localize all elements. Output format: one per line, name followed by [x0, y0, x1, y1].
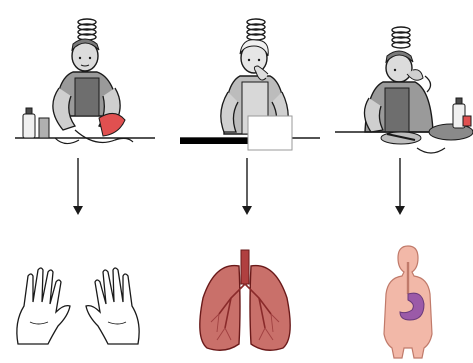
- digestive-tract-illustration: [378, 244, 438, 360]
- arrow-down-icon: [395, 158, 405, 218]
- lungs-icon: [195, 248, 295, 356]
- worker-inhalation-exposure: [180, 8, 320, 158]
- arrow-down-1: [73, 158, 83, 218]
- arrow-down-2: [242, 158, 252, 218]
- worker-ingestion-illustration: [335, 8, 473, 158]
- arrow-down-3: [395, 158, 405, 218]
- arrow-down-icon: [242, 158, 252, 218]
- digestive-tract-icon: [378, 244, 438, 360]
- spring-coil-icon: [392, 27, 410, 48]
- spring-coil-icon: [247, 19, 265, 40]
- worker-ingestion-exposure: [335, 8, 473, 158]
- spring-coil-icon: [78, 19, 96, 40]
- hands-illustration: [8, 262, 148, 354]
- lungs-illustration: [195, 248, 295, 356]
- arrow-down-icon: [73, 158, 83, 218]
- hands-icon: [8, 262, 148, 354]
- worker-inhalation-illustration: [180, 8, 320, 158]
- worker-hand-exposure: [15, 8, 155, 158]
- worker-hand-illustration: [15, 8, 155, 158]
